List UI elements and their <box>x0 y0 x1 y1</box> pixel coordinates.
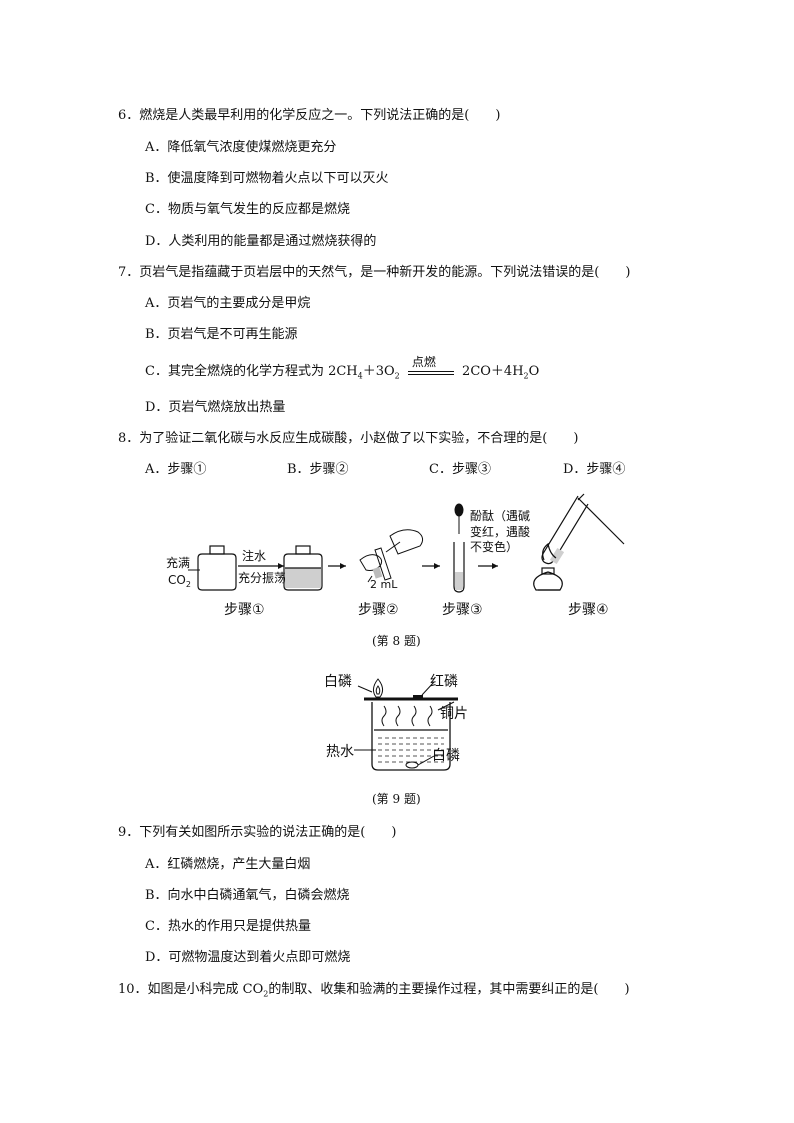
q9-caption: (第 9 题) <box>372 792 421 806</box>
beaker <box>371 702 451 771</box>
indicator-line-3: 不变色） <box>470 539 518 554</box>
white-phosphorus-underwater <box>405 761 419 769</box>
q8-option-b: B．步骤② <box>287 462 349 477</box>
q7-c-end: O <box>528 364 540 379</box>
q7-c-sub3: 2 <box>523 371 529 381</box>
arrow-bottom-label: 充分振荡 <box>238 570 286 585</box>
step-label-1: 步骤① <box>224 602 265 618</box>
q8-option-c: C．步骤③ <box>429 462 491 477</box>
q9-stem: 9．下列有关如图所示实验的说法正确的是( ) <box>118 825 397 840</box>
q8-caption: (第 8 题) <box>372 634 421 648</box>
step-label-2: 步骤② <box>358 602 399 618</box>
q7-option-c: C．其完全燃烧的化学方程式为 2CH4＋3O2 点燃 2CO＋4H2O <box>145 355 540 381</box>
reaction-condition: 点燃 <box>411 354 436 369</box>
steam <box>381 705 433 727</box>
label-copper: 铜片 <box>440 706 468 722</box>
q10-stem-suffix: 的制取、收集和验满的主要操作过程，其中需要纠正的是( ) <box>268 982 630 997</box>
q9-option-b: B．向水中白磷通氧气，白磷会燃烧 <box>145 888 350 903</box>
q7-c-sub1: 4 <box>357 371 363 381</box>
q7-stem: 7．页岩气是指蕴藏于页岩层中的天然气，是一种新开发的能源。下列说法错误的是( ) <box>118 265 631 280</box>
q10-stem-sub: 2 <box>263 989 269 999</box>
heating-setup <box>533 493 625 591</box>
label-hot-water: 热水 <box>326 744 354 760</box>
q6-option-b: B．使温度降到可燃物着火点以下可以灭火 <box>145 171 389 186</box>
q9-figure: 白磷 红磷 铜片 热水 白磷 <box>324 674 468 771</box>
label-red-phosphorus: 红磷 <box>430 674 458 690</box>
q7-c-sub2: 2 <box>394 371 400 381</box>
indicator-line-1: 酚酞（遇碱 <box>470 508 530 523</box>
q9-option-d: D．可燃物温度达到着火点即可燃烧 <box>145 950 351 965</box>
q6-option-a: A．降低氧气浓度使煤燃烧更充分 <box>145 140 337 155</box>
dropper <box>454 503 464 534</box>
q6-option-d: D．人类利用的能量都是通过燃烧获得的 <box>145 234 377 249</box>
red-phosphorus <box>413 695 423 699</box>
q6-stem: 6．燃烧是人类最早利用的化学反应之一。下列说法正确的是( ) <box>118 108 501 123</box>
q7-c-mid: ＋3O <box>362 364 395 379</box>
test-tube-step3 <box>453 542 465 593</box>
gas-bottle-empty <box>197 545 237 591</box>
gas-bottle-water <box>283 545 323 591</box>
q10-stem: 10．如图是小科完成 CO2的制取、收集和验满的主要操作过程，其中需要纠正的是(… <box>118 978 630 999</box>
q7-c-prefix: C．其完全燃烧的化学方程式为 2CH <box>145 364 358 379</box>
label-white-phosphorus-top: 白磷 <box>324 674 352 690</box>
volume-label: 2 mL <box>370 578 398 591</box>
q8-option-d: D．步骤④ <box>563 462 626 477</box>
pouring-hands <box>359 529 424 581</box>
q10-stem-prefix: 10．如图是小科完成 CO <box>118 982 264 997</box>
q7-option-a: A．页岩气的主要成分是甲烷 <box>145 296 311 311</box>
fill-label-1: 充满 <box>166 555 190 570</box>
step-label-3: 步骤③ <box>442 602 483 618</box>
q8-option-a: A．步骤① <box>145 462 207 477</box>
q6-option-c: C．物质与氧气发生的反应都是燃烧 <box>145 202 350 217</box>
fill-label-2: CO2 <box>168 573 191 589</box>
label-white-phosphorus-bottom: 白磷 <box>432 748 460 764</box>
reaction-arrow: 点燃 <box>407 355 454 375</box>
indicator-line-2: 变红，遇酸 <box>470 524 530 539</box>
q7-c-products: 2CO＋4H <box>462 364 524 379</box>
q7-option-d: D．页岩气燃烧放出热量 <box>145 400 286 415</box>
step-label-4: 步骤④ <box>568 602 609 618</box>
q8-figure: 充满 CO2 注水 充分振荡 2 mL 酚酞（遇碱 变红，遇酸 不变色） <box>166 493 625 618</box>
q9-option-c: C．热水的作用只是提供热量 <box>145 919 311 934</box>
flame <box>372 678 384 698</box>
arrow-top-label: 注水 <box>242 548 266 563</box>
water <box>378 737 444 763</box>
q9-option-a: A．红磷燃烧，产生大量白烟 <box>145 857 311 872</box>
q7-option-b: B．页岩气是不可再生能源 <box>145 327 298 342</box>
q8-stem: 8．为了验证二氧化碳与水反应生成碳酸，小赵做了以下实验，不合理的是( ) <box>118 431 579 446</box>
